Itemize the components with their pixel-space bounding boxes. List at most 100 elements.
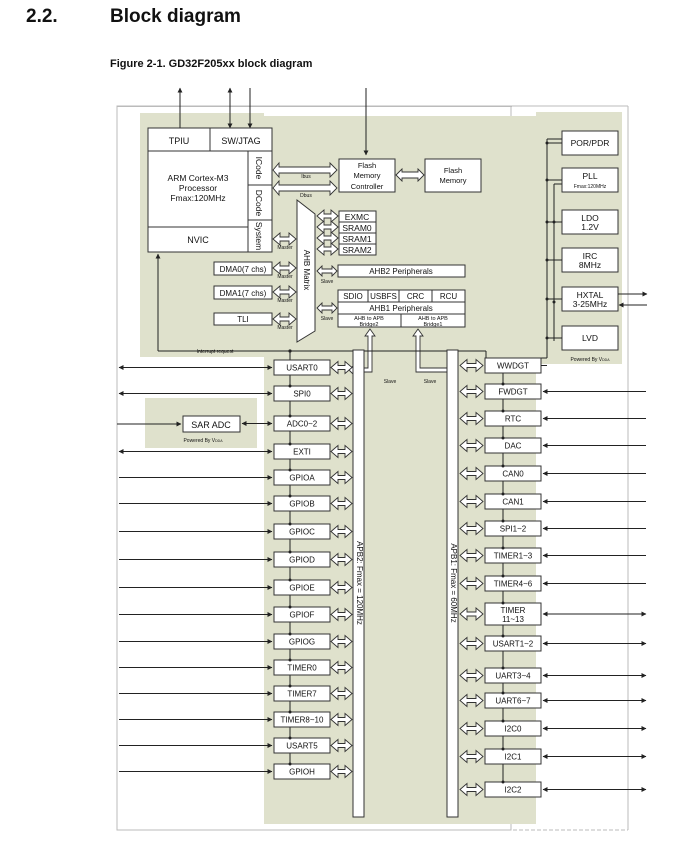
dcode-label: DCode <box>254 190 264 217</box>
ldo-label-1: LDO <box>581 213 599 223</box>
ibus-label: Ibus <box>301 174 311 180</box>
master-label: Master <box>277 325 293 331</box>
memory-block <box>338 243 377 256</box>
hxtal-label-2: 3-25MHz <box>573 299 607 309</box>
apb1-peripheral-block <box>484 748 542 765</box>
apb2-peripheral-label: TIMER0 <box>287 664 317 673</box>
tli-label: TLI <box>237 315 249 324</box>
memory-label: EXMC <box>345 212 370 222</box>
ahb1-peripherals-label: AHB1 Peripherals <box>369 304 433 313</box>
apb2-peripheral-block <box>273 495 331 512</box>
apb1-peripheral-block <box>484 602 542 626</box>
apb1-peripheral-block <box>484 720 542 737</box>
bridge1-block <box>400 313 466 328</box>
memory-label: SRAM2 <box>342 245 372 255</box>
flash-memory-block <box>424 158 482 193</box>
ahb2-slave-arrow <box>316 264 338 278</box>
master-link-arrow <box>272 232 297 246</box>
ahb-matrix-label: AHB Matrix <box>302 250 311 290</box>
apb2-peripheral-label: GPIOA <box>289 474 315 483</box>
apb1-link-arrow <box>459 548 484 563</box>
master-label: Master <box>277 245 293 251</box>
ahb1-slave-label: Slave <box>321 316 334 322</box>
apb1-peripheral-label: TIMER1~3 <box>494 552 533 561</box>
apb1-peripheral-label: I2C2 <box>505 786 522 795</box>
apb1-peripheral-label: USART1~2 <box>493 640 534 649</box>
flash-controller-label-3: Controller <box>351 182 384 191</box>
hxtal-label-1: HXTAL <box>577 290 604 300</box>
nvic-block <box>147 226 249 253</box>
nvic-label: NVIC <box>187 235 209 245</box>
ahb1-sub-label: RCU <box>440 292 458 301</box>
apb1-peripheral-label: SPI1~2 <box>500 525 527 534</box>
apb1-link-arrow <box>459 494 484 509</box>
interrupt-request-label: Interrupt request <box>197 349 234 355</box>
apb2-peripheral-label: TIMER8~10 <box>281 716 324 725</box>
apb2-peripheral-label: GPIOH <box>289 768 315 777</box>
apb1-link-arrow <box>459 466 484 481</box>
apb1-link-arrow <box>459 668 484 683</box>
apb2-peripheral-block <box>273 415 331 432</box>
apb2-peripheral-block <box>273 523 331 540</box>
apb2-link-arrow <box>330 660 353 675</box>
flash-controller-label-1: Flash <box>358 161 376 170</box>
adc-powered-by-label: Powered By VDDA <box>183 438 223 444</box>
apb2-peripheral-block <box>273 685 331 702</box>
apb2-peripheral-label: ADC0~2 <box>287 420 318 429</box>
dma1-label: DMA1(7 chs) <box>220 289 267 298</box>
apb2-peripheral-label: USART5 <box>286 742 318 751</box>
apb2-link-arrow <box>330 634 353 649</box>
apb1-peripheral-block <box>484 437 542 454</box>
pll-label-2: Fmax:120MHz <box>574 184 607 190</box>
section-number: 2.2. <box>26 6 58 27</box>
dma1-block <box>213 285 273 300</box>
apb2-peripheral-label: GPIOG <box>289 638 315 647</box>
power-powered-by-label: Powered By VDDA <box>570 357 610 363</box>
icode-port <box>247 150 273 186</box>
apb2-peripheral-label: TIMER7 <box>287 690 317 699</box>
master-link-arrow <box>272 312 297 326</box>
ahb2-peripherals-block <box>337 264 466 278</box>
apb1-peripheral-label: RTC <box>505 415 522 424</box>
master-link-arrow <box>272 261 297 275</box>
lvd-label: LVD <box>582 333 598 343</box>
apb2-link-arrow <box>330 552 353 567</box>
apb1-peripheral-block <box>484 465 542 482</box>
apb1-link-arrow <box>459 721 484 736</box>
apb2-link-arrow <box>330 360 353 375</box>
apb2-bus-label: APB2: Fmax = 120MHz <box>355 541 364 625</box>
apb1-peripheral-block <box>484 383 542 400</box>
cpu-label-1: ARM Cortex-M3 <box>168 173 229 183</box>
apb2-peripheral-label: GPIOF <box>290 611 315 620</box>
apb1-peripheral-block <box>484 781 542 798</box>
system-label: System <box>254 222 264 250</box>
apb1-peripheral-block <box>484 635 542 652</box>
apb2-slave-label: Slave <box>384 379 397 385</box>
apb1-peripheral-block <box>484 667 542 684</box>
apb2-peripheral-block <box>273 763 331 780</box>
apb1-peripheral-label: FWDGT <box>498 388 527 397</box>
apb2-peripheral-block <box>273 579 331 596</box>
bridge1-label-1: AHB to APB <box>418 316 448 322</box>
flash-memory-label-2: Memory <box>439 176 466 185</box>
master-label: Master <box>277 274 293 280</box>
apb1-bus <box>446 349 459 818</box>
apb1-link-arrow <box>459 749 484 764</box>
irc-label-2: 8MHz <box>579 260 601 270</box>
cpu-label-3: Fmax:120MHz <box>170 193 225 203</box>
apb1-link-arrow <box>459 576 484 591</box>
apb2-link-arrow <box>330 764 353 779</box>
swjtag-label: SW/JTAG <box>221 136 260 146</box>
ahb1-sub-label: USBFS <box>370 292 397 301</box>
dbus-label: Dbus <box>300 193 312 199</box>
pll-block <box>561 167 619 193</box>
apb2-link-arrow <box>330 607 353 622</box>
apb1-peripheral-label: TIMER4~6 <box>494 580 533 589</box>
apb1-link-arrow <box>459 693 484 708</box>
apb1-peripheral-block <box>484 575 542 592</box>
section-title: Block diagram <box>110 6 241 27</box>
apb2-peripheral-block <box>273 633 331 650</box>
apb2-peripheral-block <box>273 711 331 728</box>
apb2-peripheral-label: GPIOB <box>289 500 314 509</box>
